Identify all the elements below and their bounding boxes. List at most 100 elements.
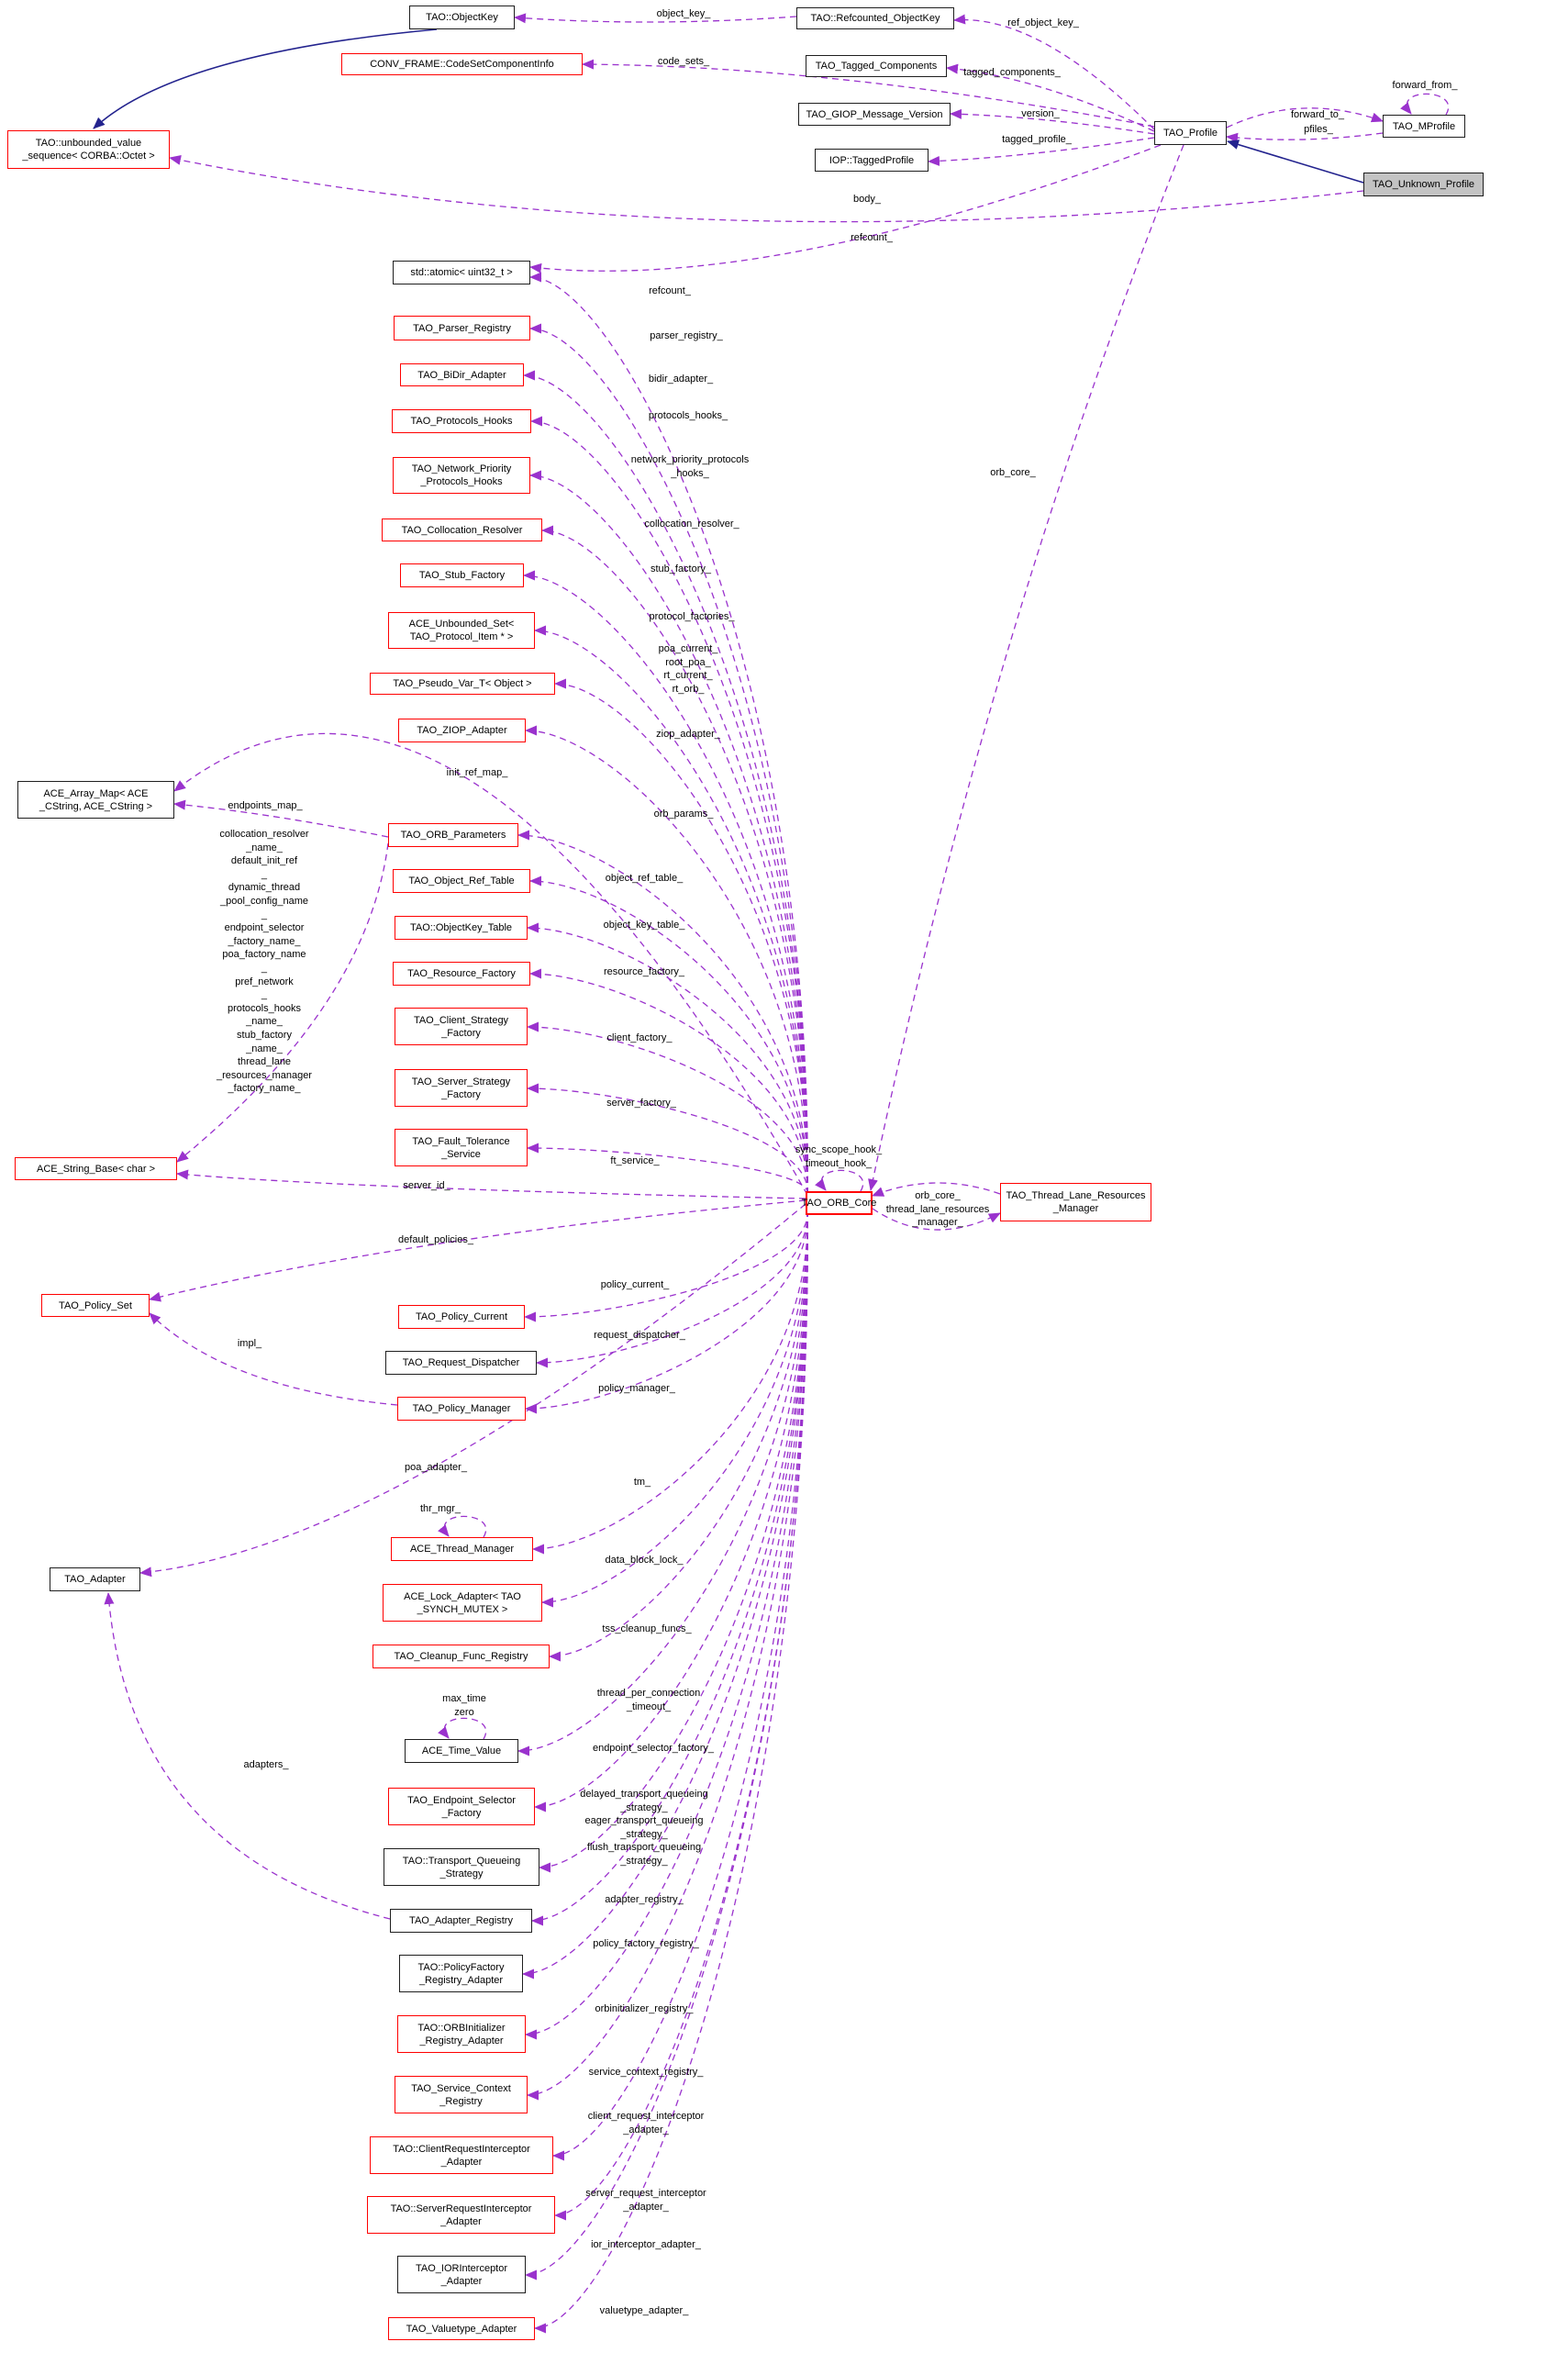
node-std-atomic[interactable]: std::atomic< uint32_t > (393, 261, 530, 284)
edge-poa-current (554, 678, 808, 1195)
node-ace-array-map[interactable]: ACE_Array_Map< ACE _CString, ACE_CString… (17, 781, 174, 819)
edge-sync-scope-hook-loop (815, 1169, 864, 1192)
node-ace-unbounded-set[interactable]: ACE_Unbounded_Set< TAO_Protocol_Item * > (388, 612, 535, 649)
edge-transport-queueing-strategies (539, 1210, 808, 1873)
edge-label-bidir-adapter: bidir_adapter_ (648, 374, 714, 385)
edge-thread-lane-resources-manager (872, 1208, 1001, 1231)
node-tao-adapter[interactable]: TAO_Adapter (50, 1567, 140, 1591)
edge-label-ior-interceptor-adapter: ior_interceptor_adapter_ (591, 2239, 701, 2250)
edge-label-code-sets: code_sets_ (657, 56, 710, 67)
node-tao-cleanup-func-registry[interactable]: TAO_Cleanup_Func_Registry (373, 1645, 550, 1668)
node-tao-thread-lane-resources-manager[interactable]: TAO_Thread_Lane_Resources _Manager (1000, 1183, 1151, 1221)
edge-orb-core-tlrm (872, 1182, 1001, 1197)
edge-max-time-zero-loop (438, 1717, 487, 1740)
edge-poa-adapter (139, 1203, 806, 1578)
node-iop-taggedprofile[interactable]: IOP::TaggedProfile (815, 149, 929, 172)
edge-refcount-core (529, 272, 808, 1195)
node-tao-valuetype-adapter[interactable]: TAO_Valuetype_Adapter (388, 2317, 535, 2340)
edge-policy-current (524, 1210, 808, 1322)
edge-label-default-policies: default_policies_ (398, 1234, 473, 1245)
node-tao-client-strategy-factory[interactable]: TAO_Client_Strategy _Factory (395, 1008, 528, 1045)
edge-label-network-priority-protocols-hooks: network_priority_protocols _hooks_ (630, 454, 750, 479)
edge-label-object-ref-table: object_ref_table_ (605, 873, 684, 884)
edge-request-dispatcher (536, 1210, 808, 1368)
edge-label-server-factory: server_factory_ (606, 1098, 676, 1109)
node-tao-parser-registry[interactable]: TAO_Parser_Registry (394, 316, 530, 340)
node-tao-tagged-components[interactable]: TAO_Tagged_Components (806, 55, 947, 77)
edge-label-request-dispatcher: request_dispatcher_ (594, 1330, 685, 1341)
edge-label-resource-factory: resource_factory_ (603, 966, 685, 977)
node-tao-protocols-hooks[interactable]: TAO_Protocols_Hooks (392, 409, 531, 433)
node-tao-collocation-resolver[interactable]: TAO_Collocation_Resolver (382, 519, 542, 541)
edge-network-priority-protocols-hooks (529, 470, 808, 1195)
edge-label-data-block-lock: data_block_lock_ (605, 1555, 684, 1566)
node-tao-object-ref-table[interactable]: TAO_Object_Ref_Table (393, 869, 530, 893)
edge-label-server-id: server_id_ (403, 1180, 450, 1191)
node-ace-time-value[interactable]: ACE_Time_Value (405, 1739, 518, 1763)
edge-label-body: body_ (853, 194, 881, 205)
node-tao-ziop-adapter[interactable]: TAO_ZIOP_Adapter (398, 719, 526, 742)
node-tao-adapter-registry[interactable]: TAO_Adapter_Registry (390, 1909, 532, 1933)
edge-orbinitializer-registry (525, 1210, 808, 2040)
edge-label-stub-factory: stub_factory_ (650, 563, 712, 574)
node-tao-iorinterceptor-adapter[interactable]: TAO_IORInterceptor _Adapter (397, 2256, 526, 2293)
edge-tss-cleanup-funcs (549, 1210, 808, 1662)
edge-label-ziop-adapter: ziop_adapter_ (656, 729, 720, 740)
edge-label-client-factory: client_factory_ (606, 1032, 673, 1043)
edge-forward-from-loop (1400, 93, 1450, 116)
edge-label-refcount-profile: refcount_ (851, 232, 893, 243)
node-tao-policy-manager[interactable]: TAO_Policy_Manager (397, 1397, 526, 1421)
node-tao-serverrequestinterceptor-adapter[interactable]: TAO::ServerRequestInterceptor _Adapter (367, 2196, 555, 2234)
node-conv-frame-codesetcomponentinfo[interactable]: CONV_FRAME::CodeSetComponentInfo (341, 53, 583, 75)
edge-label-version: version_ (1021, 108, 1060, 119)
edge-label-orb-core-tlrm: orb_core_ thread_lane_resources _manager… (885, 1190, 990, 1229)
node-tao-orbinitializer-registry-adapter[interactable]: TAO::ORBInitializer _Registry_Adapter (397, 2015, 526, 2053)
node-tao-transport-queueing-strategy[interactable]: TAO::Transport_Queueing _Strategy (384, 1848, 539, 1886)
node-tao-request-dispatcher[interactable]: TAO_Request_Dispatcher (385, 1351, 537, 1375)
node-tao-bidir-adapter[interactable]: TAO_BiDir_Adapter (400, 363, 524, 386)
edge-label-pfiles: pfiles_ (1304, 124, 1333, 135)
node-tao-orb-core[interactable]: TAO_ORB_Core (802, 1191, 876, 1215)
edge-thread-per-connection-timeout (517, 1210, 808, 1756)
edge-client-request-interceptor-adapter (552, 1210, 808, 2161)
edge-label-policy-manager: policy_manager_ (598, 1383, 675, 1394)
node-tao-server-strategy-factory[interactable]: TAO_Server_Strategy _Factory (395, 1069, 528, 1107)
node-ace-lock-adapter[interactable]: ACE_Lock_Adapter< TAO _SYNCH_MUTEX > (383, 1584, 542, 1622)
node-tao-objectkey[interactable]: TAO::ObjectKey (409, 6, 515, 29)
node-tao-orb-parameters[interactable]: TAO_ORB_Parameters (388, 823, 518, 847)
edge-ft-service (527, 1143, 808, 1195)
node-ace-string-base[interactable]: ACE_String_Base< char > (15, 1157, 177, 1180)
edge-label-adapter-registry: adapter_registry_ (605, 1894, 684, 1905)
node-tao-clientrequestinterceptor-adapter[interactable]: TAO::ClientRequestInterceptor _Adapter (370, 2136, 553, 2174)
edge-label-tagged-components: tagged_components_ (963, 67, 1061, 78)
edge-bidir-adapter (523, 370, 808, 1195)
edge-label-refcount-core: refcount_ (649, 285, 691, 296)
node-tao-policy-set[interactable]: TAO_Policy_Set (41, 1294, 150, 1317)
node-tao-stub-factory[interactable]: TAO_Stub_Factory (400, 563, 524, 587)
node-unbounded-value-sequence[interactable]: TAO::unbounded_value _sequence< CORBA::O… (7, 130, 170, 169)
edge-label-poa-adapter: poa_adapter_ (405, 1462, 467, 1473)
node-tao-mprofile[interactable]: TAO_MProfile (1383, 115, 1465, 138)
node-ace-thread-manager[interactable]: ACE_Thread_Manager (391, 1537, 533, 1561)
edge-endpoint-selector-factory (534, 1210, 808, 1812)
node-tao-unknown-profile[interactable]: TAO_Unknown_Profile (1363, 173, 1484, 196)
node-tao-policyfactory-registry-adapter[interactable]: TAO::PolicyFactory _Registry_Adapter (399, 1955, 523, 1992)
node-tao-pseudo-var-t[interactable]: TAO_Pseudo_Var_T< Object > (370, 673, 555, 695)
edge-impl (149, 1312, 398, 1406)
node-tao-service-context-registry[interactable]: TAO_Service_Context _Registry (395, 2076, 528, 2113)
node-tao-resource-factory[interactable]: TAO_Resource_Factory (393, 962, 530, 986)
node-tao-giop-message-version[interactable]: TAO_GIOP_Message_Version (798, 103, 951, 126)
edge-protocols-hooks (530, 416, 808, 1195)
node-tao-fault-tolerance-service[interactable]: TAO_Fault_Tolerance _Service (395, 1129, 528, 1166)
node-tao-objectkey-table[interactable]: TAO::ObjectKey_Table (395, 916, 528, 940)
node-tao-refcounted-objectkey[interactable]: TAO::Refcounted_ObjectKey (796, 7, 954, 29)
node-tao-endpoint-selector-factory[interactable]: TAO_Endpoint_Selector _Factory (388, 1788, 535, 1825)
edge-tm (532, 1210, 808, 1555)
node-tao-network-priority-protocols-hooks[interactable]: TAO_Network_Priority _Protocols_Hooks (393, 457, 530, 494)
edge-default-policies (149, 1199, 806, 1302)
edge-label-policy-factory-registry: policy_factory_registry_ (593, 1938, 699, 1949)
node-tao-profile[interactable]: TAO_Profile (1154, 121, 1227, 145)
node-tao-policy-current[interactable]: TAO_Policy_Current (398, 1305, 525, 1329)
